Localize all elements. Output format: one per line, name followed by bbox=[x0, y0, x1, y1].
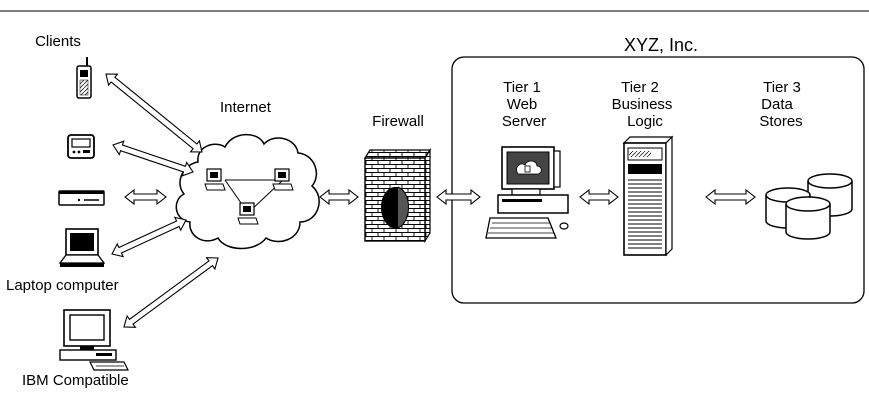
ibm-compatible-label: IBM Compatible bbox=[22, 372, 129, 389]
arrow-phone-internet bbox=[105, 73, 203, 153]
svg-text:Logic: Logic bbox=[627, 113, 663, 130]
pager-icon bbox=[67, 134, 95, 159]
brick-wall-icon bbox=[363, 147, 432, 244]
arrow-modem-internet bbox=[124, 188, 167, 206]
connection-arrows bbox=[105, 73, 756, 328]
clients-label: Clients bbox=[35, 33, 81, 50]
svg-text:Data: Data bbox=[761, 96, 793, 113]
svg-text:Stores: Stores bbox=[759, 113, 802, 130]
svg-text:Web: Web bbox=[507, 96, 538, 113]
modem-icon bbox=[58, 190, 105, 206]
laptop-computer-label: Laptop computer bbox=[6, 277, 119, 294]
svg-text:Tier 1: Tier 1 bbox=[503, 79, 541, 96]
company-label: XYZ, Inc. bbox=[624, 35, 698, 55]
svg-text:Business: Business bbox=[612, 96, 673, 113]
database-cylinder-icon bbox=[785, 196, 831, 240]
arrow-logic-datastores bbox=[705, 188, 756, 206]
cloud-icon bbox=[175, 133, 320, 250]
networked-computer-icon bbox=[272, 168, 294, 191]
svg-text:Server: Server bbox=[502, 113, 546, 130]
tier3-label: Tier 3 Data Stores bbox=[759, 79, 802, 130]
networked-computer-icon bbox=[237, 202, 259, 225]
cell-phone-icon bbox=[76, 57, 92, 99]
arrow-firewall-webserver bbox=[436, 188, 481, 206]
tier1-label: Tier 1 Web Server bbox=[502, 79, 546, 130]
svg-text:Tier 3: Tier 3 bbox=[763, 79, 801, 96]
company-boundary bbox=[451, 56, 865, 304]
arrow-webserver-logic bbox=[579, 188, 619, 206]
arrow-desktop-internet bbox=[123, 257, 219, 328]
tier2-label: Tier 2 Business Logic bbox=[612, 79, 673, 130]
arrow-internet-firewall bbox=[319, 188, 359, 206]
arrow-pager-internet bbox=[112, 140, 194, 177]
svg-text:Tier 2: Tier 2 bbox=[621, 79, 659, 96]
firewall-label: Firewall bbox=[372, 113, 424, 130]
server-vents bbox=[628, 179, 662, 249]
desktop-computer-icon bbox=[59, 309, 129, 371]
arrow-laptop-internet bbox=[111, 216, 187, 258]
internet-label: Internet bbox=[220, 99, 272, 116]
networked-computer-icon bbox=[204, 168, 226, 191]
laptop-computer-icon bbox=[58, 228, 106, 267]
workstation-icon bbox=[485, 146, 569, 239]
